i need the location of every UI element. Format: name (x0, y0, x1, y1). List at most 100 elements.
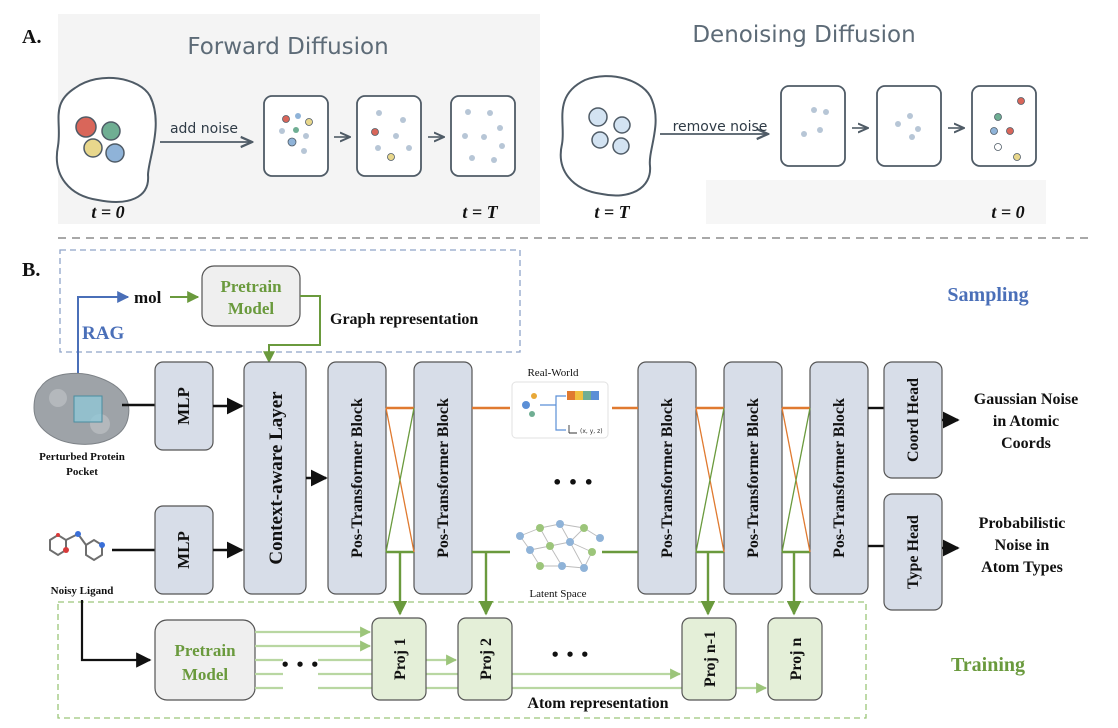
pos-transformer-label: Pos-Transformer Block (659, 398, 676, 558)
dot (895, 121, 901, 127)
dot (994, 143, 1002, 151)
dot (811, 107, 817, 113)
dot (393, 133, 399, 139)
proj-label: Proj 2 (478, 638, 495, 680)
protein-caption-line1: Perturbed Protein (39, 451, 125, 463)
pretrain-model-bottom-line2: Model (182, 665, 229, 684)
mlp-top-label: MLP (174, 387, 193, 425)
ligand-image (49, 531, 105, 562)
time-label: t = T (594, 202, 630, 222)
noise-frame-2 (356, 95, 422, 177)
rag-label: RAG (82, 323, 124, 344)
panel-a: A. Forward Diffusion Denoising Diffusion… (22, 14, 1046, 224)
dot (387, 153, 395, 161)
add-noise-label: add noise (170, 121, 238, 137)
context-aware-layer-label: Context-aware Layer (266, 391, 287, 565)
type-head-box (883, 493, 943, 611)
dot (817, 127, 823, 133)
denoise-background (706, 180, 1046, 224)
atom-yellow (83, 138, 103, 158)
dot (487, 110, 493, 116)
pos-transformer-label: Pos-Transformer Block (745, 398, 762, 558)
blocks-ellipsis: • • • (552, 473, 594, 492)
xyz-label: (x, y, z) (580, 428, 603, 435)
pos-transformer-block-4 (723, 361, 783, 595)
proj-box-4 (767, 617, 823, 701)
time-label: t = 0 (991, 202, 1024, 222)
dot (375, 145, 381, 151)
pos-transformer-block-3 (637, 361, 697, 595)
dot (303, 133, 309, 139)
dot (301, 148, 307, 154)
pos-transformer-block-2 (413, 361, 473, 595)
ligand-caption: Noisy Ligand (51, 585, 114, 597)
time-label: t = T (462, 202, 498, 222)
types-output-line2: Noise in (995, 537, 1050, 554)
pos-transformer-label: Pos-Transformer Block (435, 398, 452, 558)
dot (994, 113, 1002, 121)
atom-representation-label: Atom representation (527, 695, 668, 712)
coords-output-line1: Gaussian Noise (974, 391, 1078, 408)
protein-caption-line2: Pocket (66, 466, 98, 478)
panel-a-label: A. (22, 26, 41, 48)
pocket-highlight (73, 395, 103, 423)
molecule-blob-forward (55, 76, 157, 203)
graph-representation-arrow (263, 295, 321, 364)
proj-label: Proj n (788, 637, 805, 680)
mlp-bottom-label: MLP (174, 531, 193, 569)
dot (376, 110, 382, 116)
proj-box-3 (681, 617, 737, 701)
dot (469, 155, 475, 161)
proj-ellipsis: • • • (550, 646, 589, 664)
dot (497, 125, 503, 131)
pos-transformer-block-1 (327, 361, 387, 595)
panel-b-label: B. (22, 259, 40, 281)
types-output-line3: Atom Types (981, 559, 1063, 576)
dot (823, 109, 829, 115)
training-region (57, 601, 867, 719)
latent-space-label: Latent Space (529, 588, 586, 600)
dot (293, 127, 299, 133)
real-world-label: Real-World (527, 367, 579, 379)
proj-label: Proj 1 (392, 638, 409, 680)
noise-frame-1 (263, 95, 329, 177)
dot (406, 145, 412, 151)
dot (279, 128, 285, 134)
dot (1013, 153, 1021, 161)
dot (801, 131, 807, 137)
atom-green (101, 121, 121, 141)
atom-noisy (612, 137, 630, 155)
atom-blue (105, 143, 125, 163)
remove-noise-label: remove noise (673, 119, 768, 135)
coord-head-label: Coord Head (905, 378, 922, 462)
block-connections (385, 406, 811, 554)
denoising-diffusion-title: Denoising Diffusion (692, 22, 915, 48)
atom-noisy (588, 107, 608, 127)
coords-output-line2: in Atomic (993, 413, 1059, 430)
graph-representation-label: Graph representation (330, 311, 478, 328)
dot (990, 127, 998, 135)
atom-noisy (613, 116, 631, 134)
dot (462, 133, 468, 139)
proj-box-1 (371, 617, 427, 701)
dot (499, 143, 505, 149)
forward-diffusion-title: Forward Diffusion (187, 34, 388, 60)
dot (287, 137, 297, 147)
mol-label: mol (134, 288, 162, 307)
dot (295, 113, 301, 119)
coords-output-line3: Coords (1001, 435, 1051, 452)
sampling-region (59, 249, 521, 353)
dot (305, 118, 313, 126)
dot (909, 134, 915, 140)
pos-transformer-label: Pos-Transformer Block (349, 398, 366, 558)
proj-label: Proj n-1 (702, 631, 719, 687)
dot (465, 109, 471, 115)
panel-b: B. Sampling RAG mol Pretrain Model Graph… (22, 249, 1078, 719)
dot (371, 128, 379, 136)
pretrain-model-bottom (154, 619, 256, 701)
representation-ellipsis: • • • (280, 656, 319, 674)
protein-bump (49, 389, 67, 407)
type-head-label: Type Head (905, 515, 922, 589)
real-world-icon: (x, y, z) (511, 381, 609, 439)
